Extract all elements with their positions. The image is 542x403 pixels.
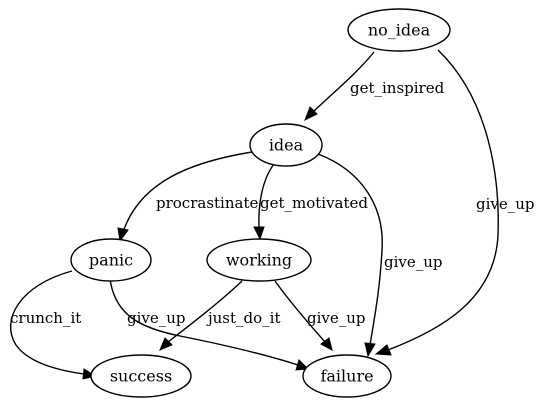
edge-no-idea-to-failure: give_up xyxy=(374,49,535,356)
arrowhead xyxy=(159,337,173,351)
edge-label-procrastinate: procrastinate xyxy=(156,194,258,212)
node-ellipse xyxy=(302,354,392,398)
edge-label-give-up: give_up xyxy=(127,309,186,327)
arrowhead xyxy=(253,226,265,241)
edge-label-give-up: give_up xyxy=(307,309,366,327)
edge-panic-to-success: crunch_it xyxy=(9,270,97,380)
edge-line xyxy=(167,280,243,343)
edge-line xyxy=(387,49,499,351)
edge-label-crunch-it: crunch_it xyxy=(10,309,81,327)
node-label: failure xyxy=(320,367,373,386)
node-ellipse xyxy=(90,354,192,398)
node-label: panic xyxy=(89,251,133,270)
arrowhead xyxy=(304,106,318,122)
edge-label-give-up: give_up xyxy=(476,195,535,213)
node-ellipse xyxy=(70,238,152,282)
edge-label-get-motivated: get_motivated xyxy=(260,194,368,212)
nodes: no_idea idea panic working success failu… xyxy=(70,8,451,398)
node-label: idea xyxy=(269,136,304,155)
edge-line xyxy=(274,280,326,343)
edge-label-get-inspired: get_inspired xyxy=(350,79,445,97)
node-success: success xyxy=(90,354,192,398)
node-label: working xyxy=(226,251,292,270)
node-label: success xyxy=(110,367,172,386)
arrowhead xyxy=(320,337,333,351)
node-ellipse xyxy=(347,8,451,52)
arrowhead xyxy=(364,342,376,358)
node-working: working xyxy=(206,238,312,282)
node-panic: panic xyxy=(70,238,152,282)
node-label: no_idea xyxy=(368,21,431,40)
node-ellipse xyxy=(249,123,323,167)
edge-working-to-success: just_do_it xyxy=(159,280,281,351)
arrowhead xyxy=(295,359,310,371)
node-failure: failure xyxy=(302,354,392,398)
edge-idea-to-working: get_motivated xyxy=(253,163,368,241)
arrowhead xyxy=(117,227,129,243)
node-ellipse xyxy=(206,238,312,282)
edge-label-give-up: give_up xyxy=(384,253,443,271)
edge-working-to-failure: give_up xyxy=(274,280,366,351)
node-no-idea: no_idea xyxy=(347,8,451,52)
edge-line xyxy=(9,270,85,375)
edge-idea-to-panic: procrastinate xyxy=(117,151,258,243)
arrowhead xyxy=(374,344,392,356)
edge-line xyxy=(109,278,299,366)
edge-idea-to-failure: give_up xyxy=(317,153,443,358)
edges: get_inspired give_up procrastinate get_m… xyxy=(9,49,535,380)
node-idea: idea xyxy=(249,123,323,167)
edge-label-just-do-it: just_do_it xyxy=(206,309,281,327)
edge-line xyxy=(317,153,383,346)
edge-line xyxy=(122,151,253,233)
edge-no-idea-to-idea: get_inspired xyxy=(304,51,445,122)
edge-line xyxy=(312,51,375,113)
edge-panic-to-failure: give_up xyxy=(109,278,310,371)
edge-line xyxy=(258,163,275,229)
